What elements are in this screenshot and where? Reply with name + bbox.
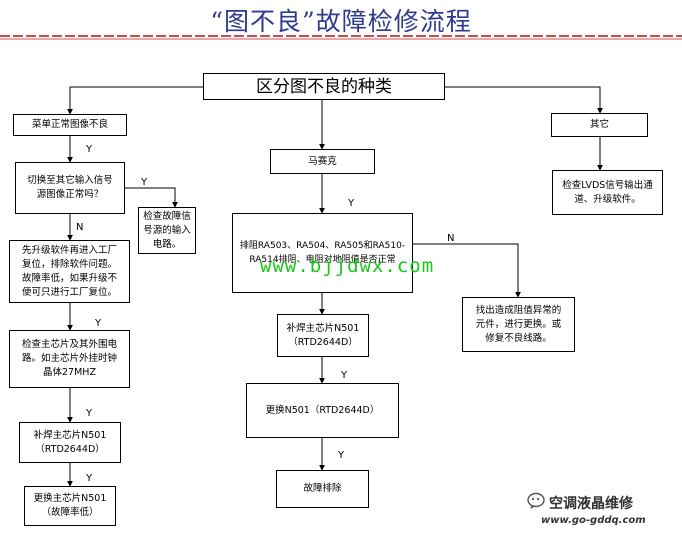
node-switch-input: 切换至其它输入信号 源图像正常吗？ xyxy=(15,162,125,214)
node-resolder-2: 补焊主芯片N501 （RTD2644D） xyxy=(277,314,369,357)
node-other: 其它 xyxy=(551,113,648,137)
node-fixed: 故障排除 xyxy=(276,470,369,508)
label-y-resolder-2: Y xyxy=(341,370,348,381)
page-title: “图不良”故障检修流程 xyxy=(210,7,472,36)
label-n-resistors: N xyxy=(447,233,455,244)
logo-url: www.go-gddq.com xyxy=(541,515,646,526)
node-check-resistors: 排阻RA503、RA504、RA505和RA510- RA514排阻、电阻对地阻… xyxy=(232,213,413,293)
node-check-input: 检查故障信 号源的输入 电路。 xyxy=(138,207,196,254)
label-y-resolder: Y xyxy=(86,473,93,484)
label-y-switch: Y xyxy=(141,177,148,188)
label-y-upgrade: Y xyxy=(95,318,102,329)
node-replace-2: 更换N501（RTD2644D） xyxy=(246,383,399,438)
node-resolder-1: 补焊主芯片N501 （RTD2644D） xyxy=(19,422,121,463)
node-replace-1: 更换主芯片N501 （故障率低） xyxy=(24,486,116,526)
label-y-mosaic: Y xyxy=(348,198,355,209)
node-check-chip: 检查主芯片及其外围电 路。如主芯片外挂时钟 晶体27MHZ xyxy=(9,330,130,388)
node-find-fault: 找出造成阻值异常的 元件，进行更换。或 修复不良线路。 xyxy=(462,297,575,352)
node-menu-ok: 菜单正常图像不良 xyxy=(13,114,127,136)
brand-logo: 空调液晶维修 www.go-gddq.com xyxy=(525,491,675,531)
logo-name: 空调液晶维修 xyxy=(549,496,633,512)
watermark: www.bjjdwx.com xyxy=(260,255,435,277)
label-y-menu: Y xyxy=(86,144,93,155)
label-y-chip: Y xyxy=(86,408,93,419)
label-n-switch: N xyxy=(76,222,84,233)
label-y-replace-2: Y xyxy=(338,450,345,461)
node-mosaic: 马赛克 xyxy=(270,149,375,174)
node-root: 区分图不良的种类 xyxy=(203,73,445,100)
node-check-lvds: 检查LVDS信号输出通 道、升级软件。 xyxy=(552,170,663,215)
chat-bubble-icon xyxy=(527,492,545,509)
title-underline xyxy=(0,35,682,40)
node-upgrade: 先升级软件再进入工厂 复位，排除软件问题。 故障率低，如果升级不 便可只进行工厂… xyxy=(9,240,130,303)
